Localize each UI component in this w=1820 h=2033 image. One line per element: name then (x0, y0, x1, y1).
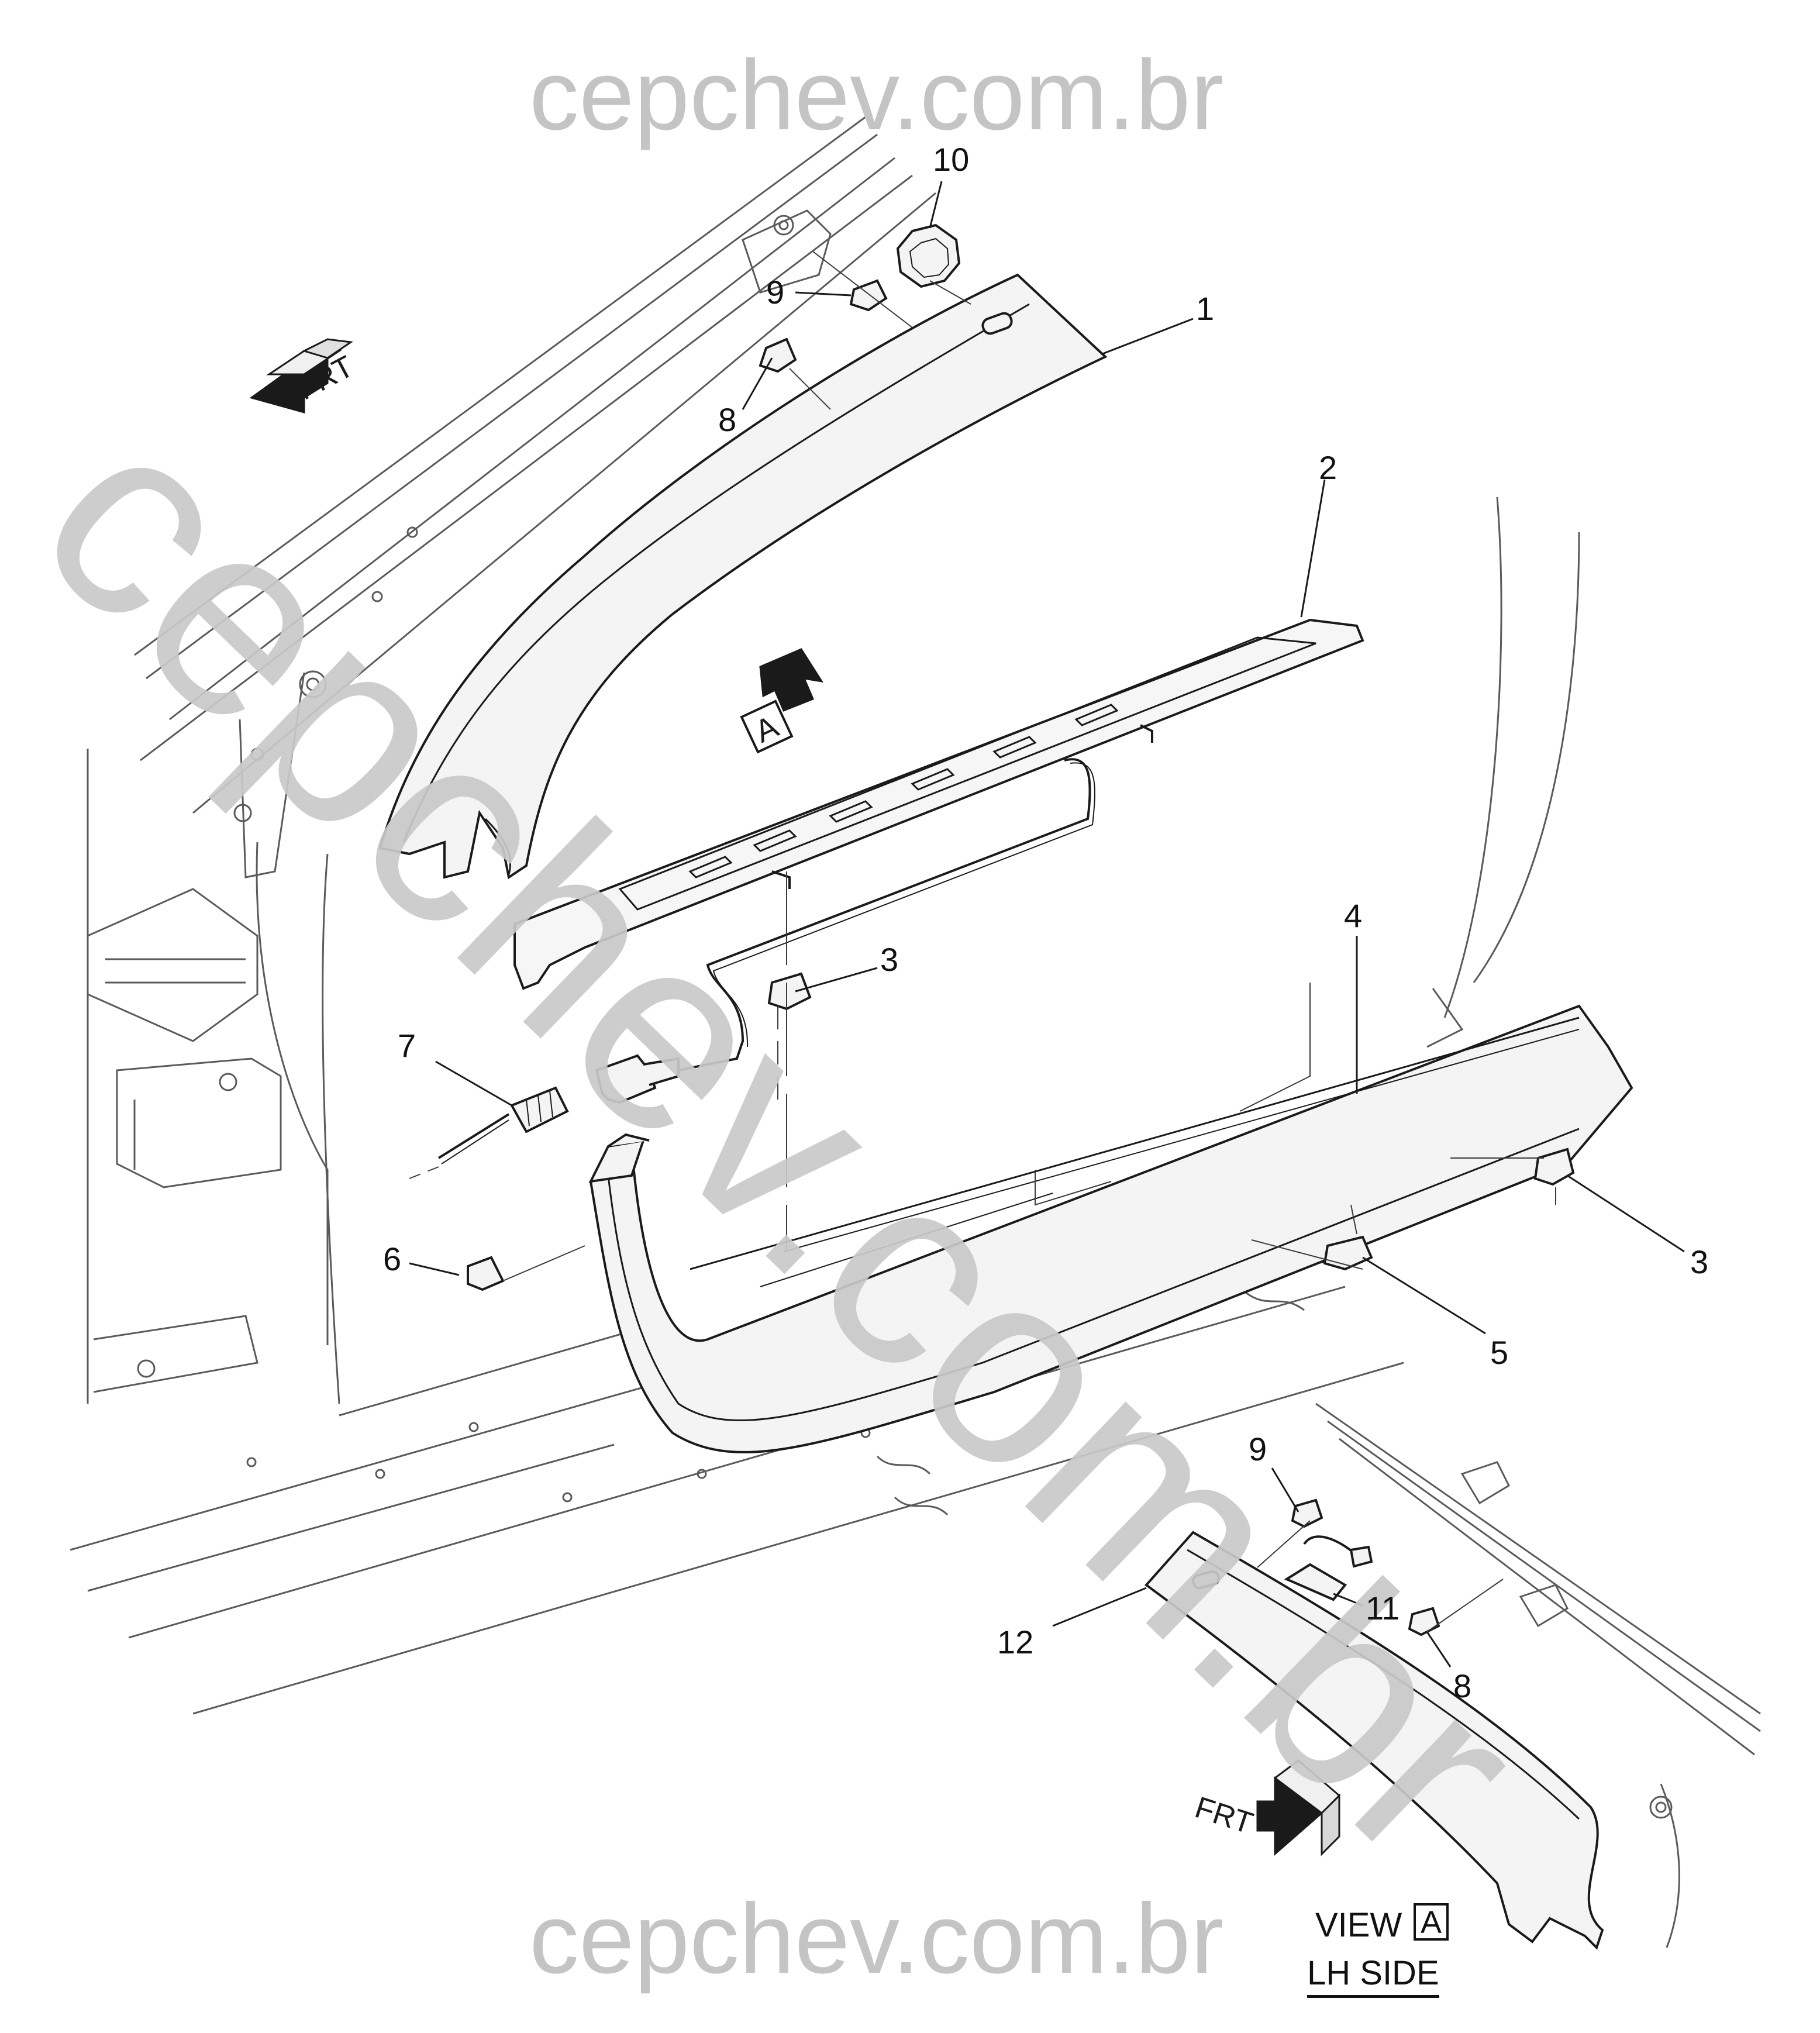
callout-11: 11 (1366, 1590, 1400, 1627)
callout-1: 1 (1196, 290, 1215, 327)
watermark-bottom: cepchev.com.br (529, 1883, 1224, 1994)
view-a-marker: A (740, 648, 824, 754)
view-a-box (740, 700, 794, 754)
part-4-kick-channel (588, 1133, 650, 1183)
callout-6: 6 (383, 1241, 402, 1277)
part-2-sill-plate (513, 618, 1364, 990)
callout-3-right: 3 (1690, 1243, 1709, 1280)
callout-10: 10 (933, 141, 970, 178)
callout-8-top: 8 (718, 401, 737, 438)
view-label-text: VIEW (1315, 1906, 1402, 1944)
guide-lines (409, 251, 1556, 1632)
wire-harness (678, 758, 1095, 1071)
callout-12: 12 (997, 1624, 1034, 1660)
part-4-rocker-trim (589, 1004, 1633, 1453)
leader-lines (409, 181, 1685, 1667)
view-label: VIEW A LH SIDE (1307, 1901, 1483, 2018)
frt-arrow-top-left: FRT (249, 338, 359, 414)
callout-8-bottom: 8 (1453, 1667, 1472, 1704)
callout-2: 2 (1319, 449, 1338, 486)
callout-3-mid: 3 (880, 941, 899, 978)
part-12-pillar-trim-view (1145, 1531, 1604, 1950)
callout-9-top: 9 (766, 274, 785, 311)
part-7-connector (437, 1054, 680, 1164)
callout-4: 4 (1344, 897, 1363, 934)
callout-7: 7 (398, 1027, 416, 1064)
view-label-letter: A (1414, 1903, 1449, 1941)
callout-5: 5 (1490, 1334, 1509, 1371)
watermark-top: cepchev.com.br (529, 40, 1224, 151)
view-label-side: LH SIDE (1307, 1953, 1439, 1998)
part-1-pillar-trim-upper (378, 273, 1108, 880)
callout-9-bottom: 9 (1249, 1431, 1267, 1467)
part-10-cap (896, 223, 961, 288)
